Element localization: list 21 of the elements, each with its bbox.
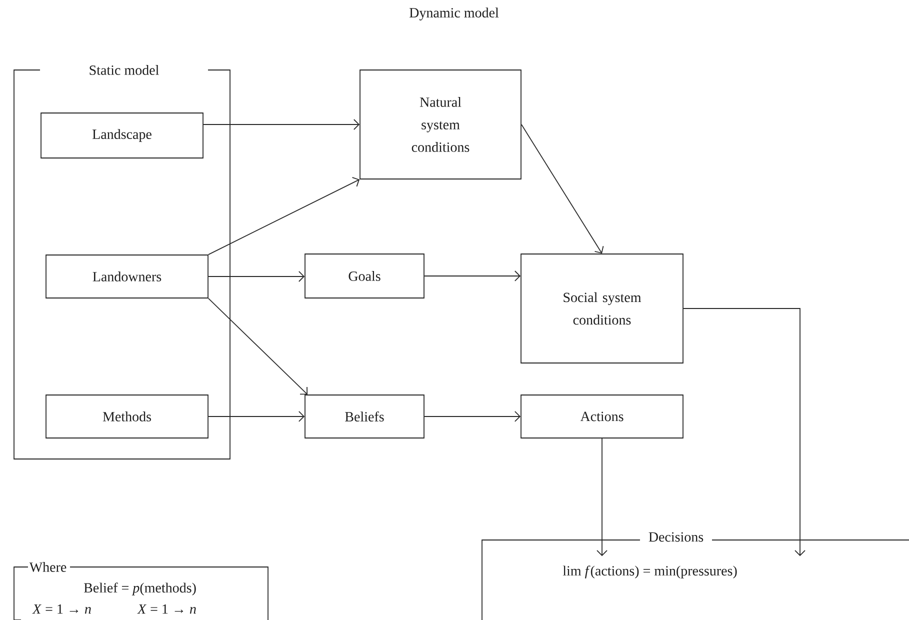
arrow (203, 119, 360, 130)
arrow (208, 271, 305, 282)
formula: lim f(actions) = min(pressures) (562, 566, 737, 578)
process-box: Landowners (46, 254, 208, 298)
arrow (521, 124, 604, 254)
arrow (208, 177, 360, 255)
process-box: Goals (304, 254, 424, 298)
title: Dynamic model (410, 8, 499, 20)
process-box: Actions (520, 394, 684, 438)
process-box: Natural system conditions (360, 70, 522, 180)
process-box: Methods (46, 394, 208, 438)
definition-box: Where Belief = p(methods) X = 1 → n X = 1 → n (14, 562, 268, 620)
process-box: Social system conditions (520, 254, 684, 364)
arrow (208, 411, 305, 422)
arrow (683, 308, 806, 556)
arrow (208, 298, 308, 395)
arrow (424, 270, 521, 282)
process-box: Beliefs (304, 394, 424, 438)
arrow (424, 411, 521, 422)
arrow (596, 438, 608, 556)
process-box: Landscape (40, 112, 204, 158)
